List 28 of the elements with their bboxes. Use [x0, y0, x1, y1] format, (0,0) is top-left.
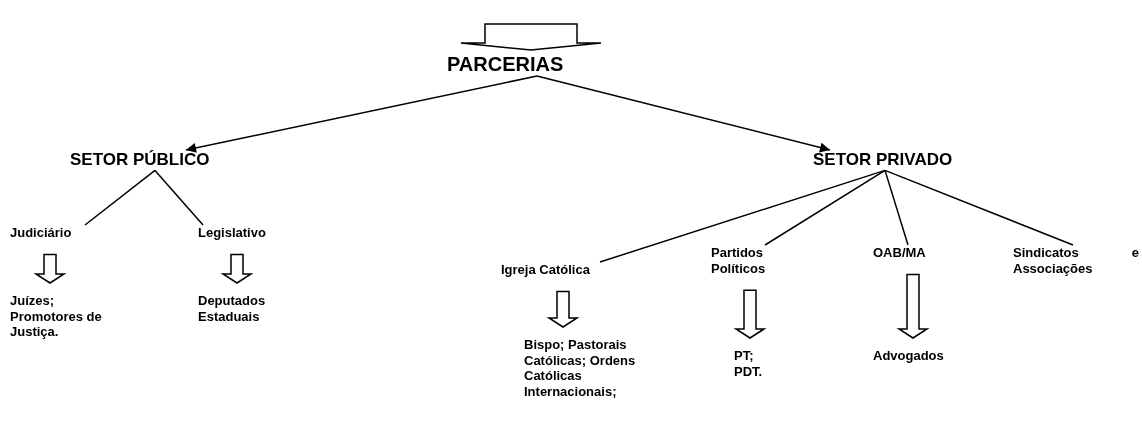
arrow	[536, 75, 831, 153]
connector-line	[884, 169, 909, 246]
branch-label: OAB/MA	[873, 245, 927, 261]
block-arrow	[733, 289, 767, 339]
sector-heading: SETOR PRIVADO	[813, 150, 954, 171]
connector-line	[764, 169, 886, 246]
block-arrow	[896, 273, 930, 339]
branch-label: Sindicatos e Associações	[1013, 245, 1139, 277]
arrow	[185, 75, 538, 153]
connector-line	[599, 169, 886, 263]
branch-label: Partidos Políticos	[711, 245, 767, 277]
branch-label: Legislativo	[198, 225, 267, 241]
sector-heading: SETOR PÚBLICO	[70, 150, 211, 171]
branch-label: Judiciário	[10, 225, 73, 241]
block-arrow	[546, 290, 580, 328]
connector-line	[884, 169, 1074, 246]
main-heading: PARCERIAS	[447, 52, 565, 76]
connector-line	[154, 169, 204, 226]
member-list: Advogados	[873, 348, 963, 364]
block-arrow	[33, 253, 67, 284]
member-list: PT; PDT.	[734, 348, 784, 380]
member-list: Bispo; Pastorais Católicas; Ordens Católicas Internacionais;	[524, 337, 664, 400]
block-arrow	[460, 23, 602, 51]
connector-line	[84, 169, 156, 226]
member-list: Juízes; Promotores de Justiça.	[10, 293, 105, 340]
branch-label: Igreja Católica	[501, 262, 591, 278]
block-arrow	[220, 253, 254, 284]
member-list: Deputados Estaduais	[198, 293, 293, 325]
